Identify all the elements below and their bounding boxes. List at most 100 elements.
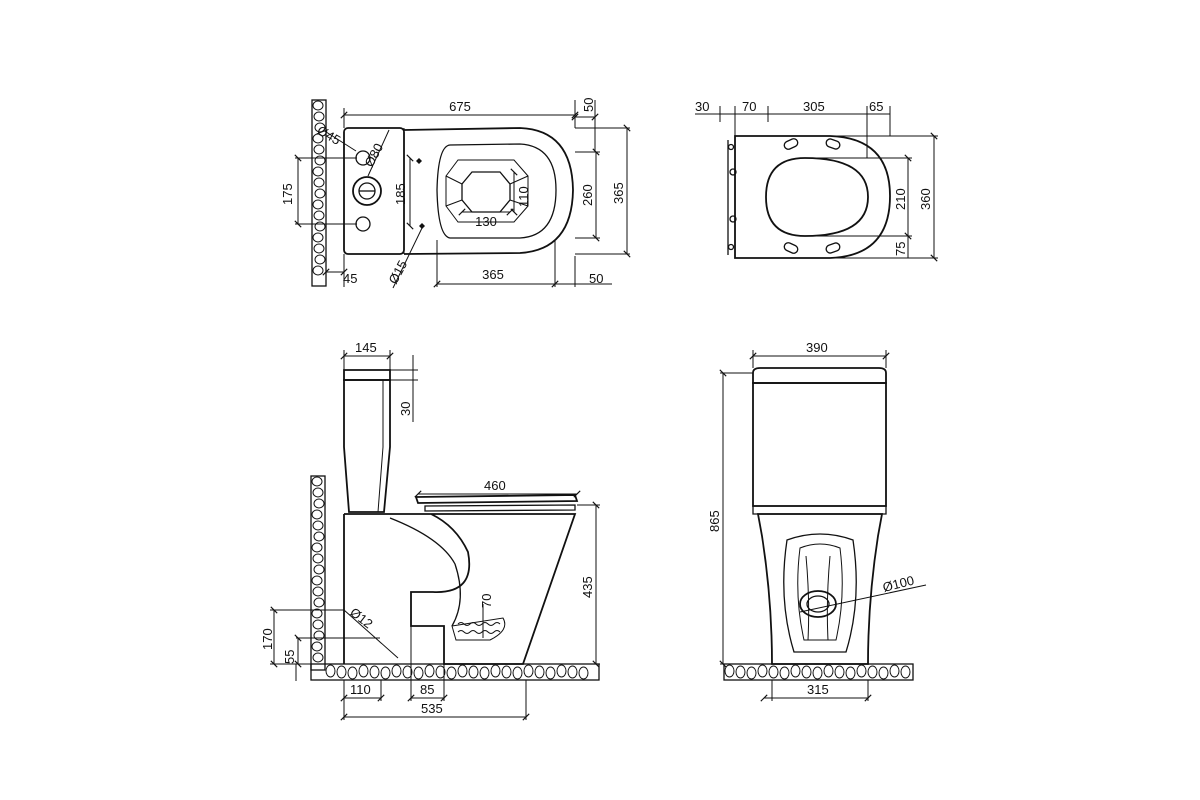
seat-outline bbox=[734, 135, 891, 259]
side-tank-lid bbox=[343, 369, 391, 381]
stone-mark bbox=[567, 665, 578, 679]
stone-mark bbox=[313, 597, 325, 608]
stone-mark bbox=[312, 520, 324, 531]
stone-mark bbox=[779, 666, 790, 680]
front-outlet-inner bbox=[806, 595, 830, 613]
front-tank bbox=[752, 382, 887, 507]
side-view: 145 30 460 435 70 Ø12 170 55 110 85 bbox=[260, 340, 600, 721]
front-outlet-ring bbox=[799, 590, 837, 618]
dim-d45: Ø45 bbox=[315, 123, 344, 148]
wall-side bbox=[310, 475, 326, 671]
front-tank-bottom bbox=[752, 505, 887, 515]
stone-mark bbox=[312, 199, 324, 210]
stone-mark bbox=[735, 665, 746, 679]
dim-75: 75 bbox=[893, 242, 908, 256]
stone-mark bbox=[424, 664, 435, 678]
dim-110-top: 110 bbox=[516, 186, 531, 207]
stone-mark bbox=[878, 666, 889, 680]
stone-mark bbox=[312, 487, 324, 498]
stone-mark bbox=[314, 254, 326, 265]
dim-535: 535 bbox=[421, 701, 443, 716]
stone-mark bbox=[347, 666, 358, 680]
stone-mark bbox=[336, 665, 347, 679]
mount-point-top bbox=[416, 158, 422, 164]
stone-mark bbox=[313, 177, 325, 188]
stone-mark bbox=[856, 664, 867, 678]
dim-460: 460 bbox=[484, 478, 506, 493]
dim-260: 260 bbox=[580, 184, 595, 206]
stone-mark bbox=[313, 111, 325, 122]
stone-mark bbox=[312, 586, 324, 597]
dim-50-top: 50 bbox=[581, 98, 596, 112]
stone-mark bbox=[801, 665, 812, 679]
stone-mark bbox=[314, 155, 326, 166]
stone-mark bbox=[312, 553, 324, 564]
dim-130: 130 bbox=[475, 214, 497, 229]
mount-point-bottom bbox=[419, 223, 425, 229]
front-trap-lines bbox=[805, 555, 831, 641]
stone-mark bbox=[314, 221, 326, 232]
dim-435: 435 bbox=[580, 576, 595, 598]
stone-mark bbox=[768, 665, 779, 679]
dim-30-seat: 30 bbox=[695, 99, 709, 114]
stone-mark bbox=[479, 666, 490, 680]
stone-mark bbox=[900, 665, 911, 679]
stone-mark bbox=[312, 232, 324, 243]
flush-button-outer bbox=[352, 176, 382, 206]
stone-mark bbox=[391, 664, 402, 678]
stone-mark bbox=[358, 664, 369, 678]
stone-mark bbox=[312, 166, 324, 177]
dim-50-bottom: 50 bbox=[589, 271, 603, 286]
dim-d15: Ø15 bbox=[385, 258, 410, 287]
dim-170: 170 bbox=[260, 628, 275, 650]
stone-mark bbox=[313, 144, 325, 155]
dim-30-side: 30 bbox=[398, 402, 413, 416]
stone-mark bbox=[867, 665, 878, 679]
stone-mark bbox=[311, 509, 323, 520]
stone-mark bbox=[812, 666, 823, 680]
side-seat-ring bbox=[424, 504, 576, 512]
seat-view: 30 70 305 65 210 360 75 bbox=[695, 99, 938, 262]
stone-mark bbox=[834, 665, 845, 679]
floor-side bbox=[310, 663, 600, 681]
stone-mark bbox=[545, 666, 556, 680]
seat-bumpers bbox=[783, 138, 841, 254]
stone-mark bbox=[313, 630, 325, 641]
dim-70-seat: 70 bbox=[742, 99, 756, 114]
dim-360: 360 bbox=[918, 188, 933, 210]
stone-mark bbox=[413, 666, 424, 680]
front-tank-lid bbox=[752, 367, 887, 384]
stone-mark bbox=[311, 542, 323, 553]
stone-mark bbox=[556, 664, 567, 678]
stone-mark bbox=[534, 665, 545, 679]
stone-mark bbox=[313, 243, 325, 254]
seat-opening bbox=[765, 157, 869, 237]
stone-mark bbox=[313, 210, 325, 221]
top-bowl-inner bbox=[445, 159, 529, 223]
stone-mark bbox=[311, 608, 323, 619]
dim-70-side: 70 bbox=[479, 594, 494, 608]
side-trapway bbox=[389, 517, 461, 627]
stone-mark bbox=[311, 476, 323, 487]
stone-mark bbox=[889, 664, 900, 678]
water-pattern bbox=[451, 617, 506, 641]
stone-mark bbox=[312, 265, 324, 276]
stone-mark bbox=[402, 665, 413, 679]
dim-65: 65 bbox=[869, 99, 883, 114]
top-view: 675 50 Ø45 Ø80 175 185 130 110 260 365 4… bbox=[280, 98, 631, 289]
stone-mark bbox=[380, 666, 391, 680]
dim-110-side: 110 bbox=[350, 682, 371, 697]
dim-210: 210 bbox=[893, 188, 908, 210]
front-trap-inner bbox=[797, 543, 843, 641]
dim-d100: Ø100 bbox=[881, 573, 915, 595]
dim-55: 55 bbox=[282, 650, 297, 664]
stone-mark bbox=[312, 133, 324, 144]
dim-675: 675 bbox=[449, 99, 471, 114]
top-bowl-outline bbox=[403, 127, 574, 255]
dim-390: 390 bbox=[806, 340, 828, 355]
dim-865: 865 bbox=[707, 510, 722, 532]
stone-mark bbox=[746, 666, 757, 680]
side-bowl bbox=[344, 513, 577, 665]
stone-mark bbox=[313, 531, 325, 542]
